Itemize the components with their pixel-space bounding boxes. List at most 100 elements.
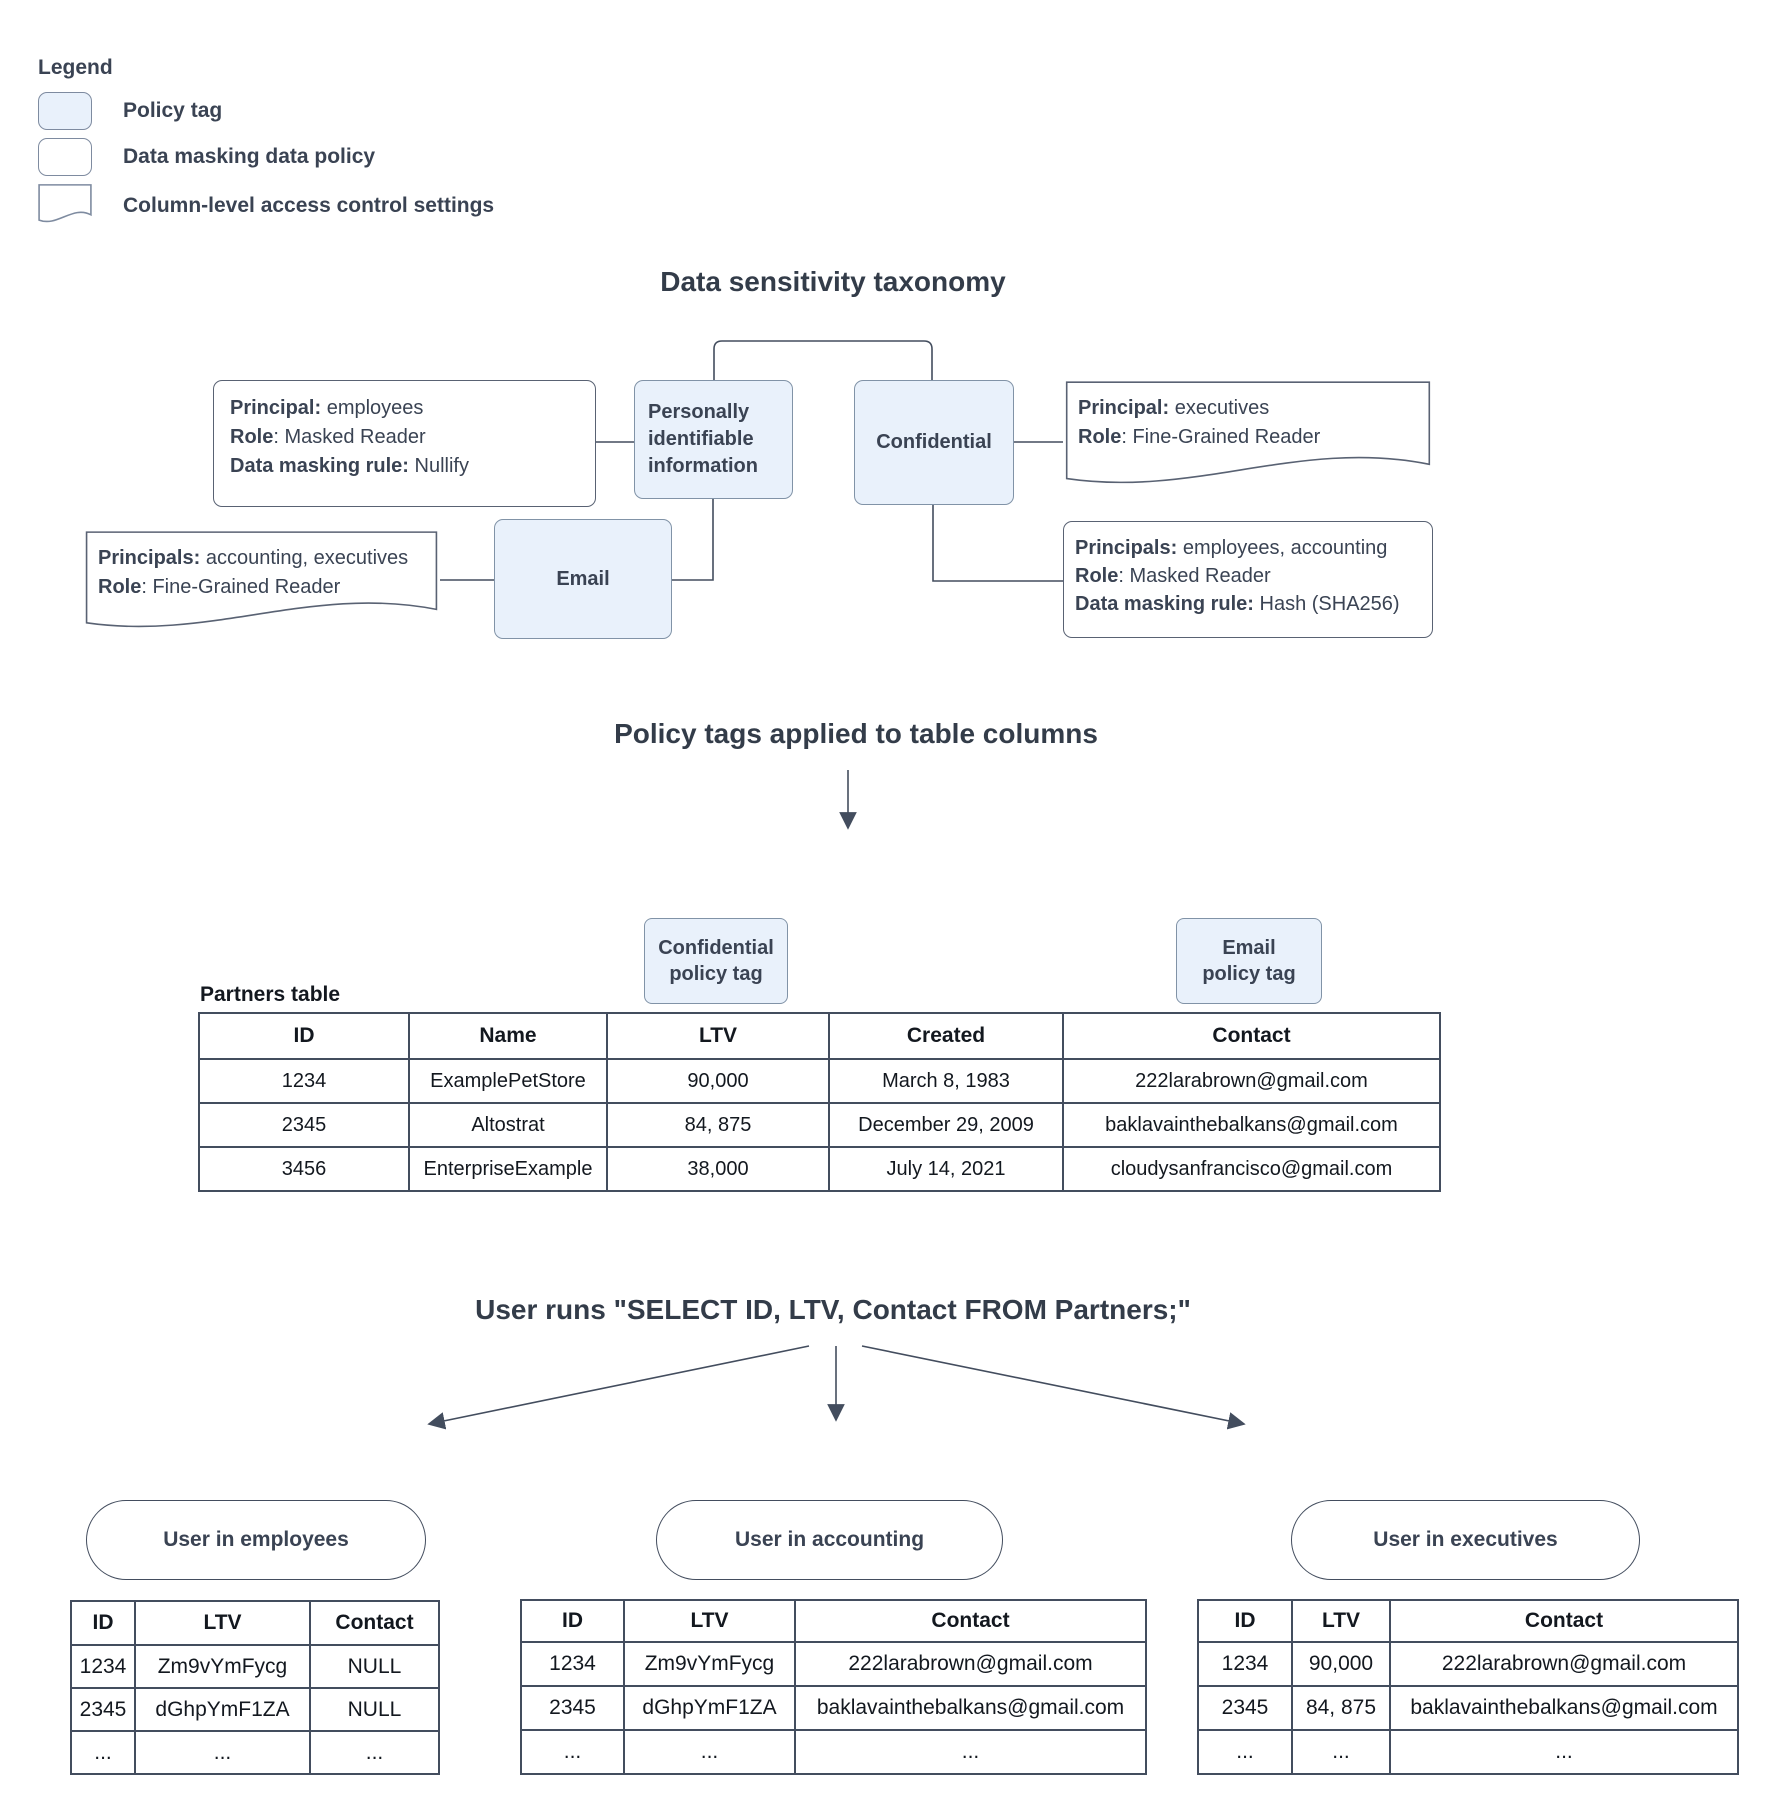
query-arrow-right — [861, 1345, 1246, 1430]
text-line: Role: Masked Reader — [1075, 565, 1271, 587]
applied-section-title: Policy tags applied to table columns — [614, 718, 1098, 749]
table-cell: NULL — [309, 1644, 440, 1689]
table-cell: 1234 — [520, 1641, 625, 1687]
table-cell: ... — [1291, 1729, 1391, 1775]
table-cell: 84, 875 — [1291, 1685, 1391, 1731]
table-cell: Zm9vYmFycg — [134, 1644, 311, 1689]
confidential-label: Confidential — [876, 431, 992, 453]
header-cell: Created — [828, 1012, 1064, 1060]
table-cell: December 29, 2009 — [828, 1102, 1064, 1148]
query-arrow-left — [427, 1345, 810, 1430]
text-line: policy tag — [669, 963, 763, 985]
table-cell: baklavainthebalkans@gmail.com — [1389, 1685, 1739, 1731]
header-cell: ID — [520, 1599, 625, 1643]
taxonomy-title: Data sensitivity taxonomy — [660, 266, 1006, 297]
user-group-label: User in employees — [163, 1528, 349, 1551]
table-cell: ... — [70, 1730, 136, 1775]
text-line: Principal: executives — [1078, 397, 1270, 419]
table-cell: July 14, 2021 — [828, 1146, 1064, 1192]
table-cell: ... — [520, 1729, 625, 1775]
text-line: Email — [1222, 937, 1276, 959]
table-cell: March 8, 1983 — [828, 1058, 1064, 1104]
header-cell: Contact — [309, 1600, 440, 1646]
wave-shape-icon — [83, 531, 440, 643]
table-cell: 3456 — [198, 1146, 410, 1192]
user-in-employees-oval: User in employees — [86, 1500, 426, 1580]
confidential-policy-tag-node: Confidential — [854, 380, 1014, 505]
text-line: Role: Masked Reader — [230, 426, 426, 448]
email-policy-tag-node: Email — [494, 519, 672, 639]
header-cell: LTV — [623, 1599, 796, 1643]
text-line: policy tag — [1202, 963, 1296, 985]
user-group-label: User in accounting — [734, 1528, 925, 1551]
text-line: Data masking rule: Nullify — [230, 455, 469, 477]
legend-title: Legend — [38, 56, 113, 79]
table-cell: 1234 — [1197, 1641, 1293, 1687]
text-line: Confidential — [658, 937, 774, 959]
table-cell: 2345 — [1197, 1685, 1293, 1731]
header-cell: Contact — [1062, 1012, 1441, 1060]
table-cell: 2345 — [520, 1685, 625, 1731]
table-cell: baklavainthebalkans@gmail.com — [794, 1685, 1147, 1731]
table-cell: cloudysanfrancisco@gmail.com — [1062, 1146, 1441, 1192]
header-cell: ID — [198, 1012, 410, 1060]
table-cell: ... — [794, 1729, 1147, 1775]
table-cell: 2345 — [70, 1687, 136, 1732]
table-cell: NULL — [309, 1687, 440, 1732]
text-line: Principal: employees — [230, 397, 424, 419]
header-cell: ID — [70, 1600, 136, 1646]
text-line: Principals: accounting, executives — [98, 547, 409, 569]
table-row: ......... — [70, 1730, 440, 1775]
table-cell: 38,000 — [606, 1146, 830, 1192]
legend-item-label: Column-level access control settings — [123, 194, 495, 217]
legend-item-label: Data masking data policy — [123, 145, 376, 168]
legend-item-label: Policy tag — [123, 99, 223, 122]
confidential-policy-tag-badge: Confidential policy tag — [644, 918, 788, 1004]
table-cell: 222larabrown@gmail.com — [1389, 1641, 1739, 1687]
pii-to-email-connector — [672, 499, 714, 581]
table-cell: ExamplePetStore — [408, 1058, 608, 1104]
email-label: Email — [556, 567, 610, 590]
pii-label: Personally identifiable information — [648, 401, 758, 477]
table-cell: Zm9vYmFycg — [623, 1641, 796, 1687]
header-cell: LTV — [134, 1600, 311, 1646]
legend-item-data-masking-policy: Data masking data policy — [38, 138, 375, 176]
table-cell: dGhpYmF1ZA — [623, 1685, 796, 1731]
table-cell: ... — [309, 1730, 440, 1775]
user-group-label: User in executives — [1373, 1528, 1558, 1551]
user-in-executives-oval: User in executives — [1291, 1500, 1640, 1580]
table-cell: ... — [1197, 1729, 1293, 1775]
table-row: ......... — [520, 1729, 1147, 1775]
policy-tag-swatch-icon — [38, 92, 92, 130]
table-cell: 222larabrown@gmail.com — [1062, 1058, 1441, 1104]
table-cell: ... — [1389, 1729, 1739, 1775]
user-in-accounting-oval: User in accounting — [656, 1500, 1003, 1580]
data-masking-policy-swatch-icon — [38, 138, 92, 176]
partners-table-label: Partners table — [200, 983, 341, 1006]
table-cell: Altostrat — [408, 1102, 608, 1148]
table-cell: 222larabrown@gmail.com — [794, 1641, 1147, 1687]
header-cell: LTV — [1291, 1599, 1391, 1643]
header-cell: Contact — [794, 1599, 1147, 1643]
header-cell: Contact — [1389, 1599, 1739, 1643]
